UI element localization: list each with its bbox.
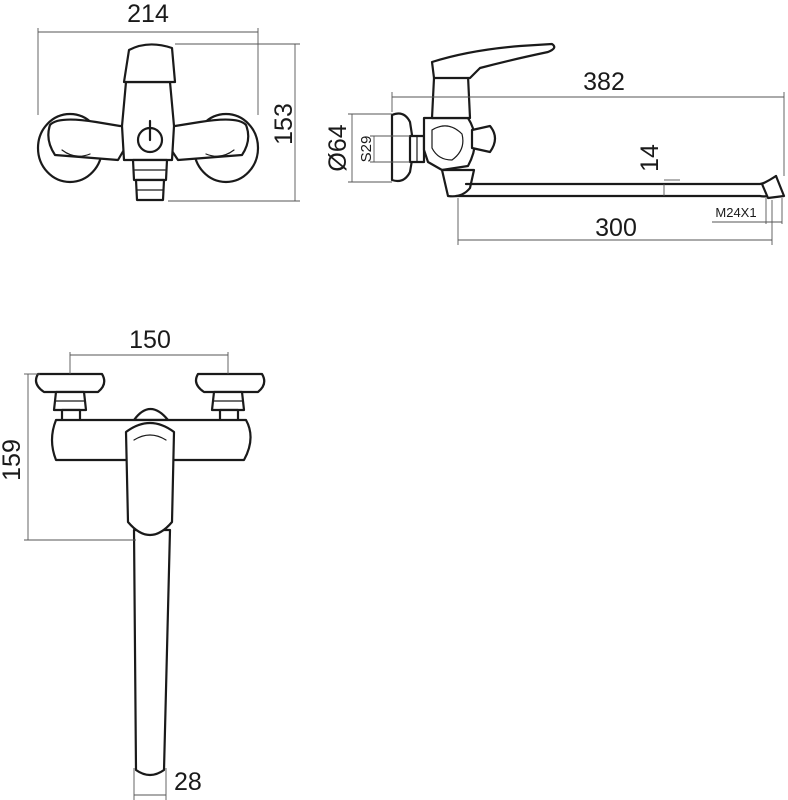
dim-28-label: 28 <box>174 768 202 796</box>
right-body-detail <box>205 149 235 157</box>
dim-382-label: 382 <box>583 68 625 96</box>
side-body-detail <box>431 125 464 161</box>
side-lever <box>430 42 556 80</box>
dim-300-label: 300 <box>595 214 637 242</box>
side-diverter-knob <box>470 124 497 154</box>
top-left-flange <box>34 372 106 394</box>
dim-153-label: 153 <box>270 103 298 145</box>
lever-handle <box>122 43 177 84</box>
side-view: 382 Ø64 S29 14 M24X1 300 <box>324 42 786 245</box>
side-aerator <box>760 174 786 200</box>
dim-159-label: 159 <box>0 439 26 481</box>
top-view: 150 159 28 <box>0 326 266 800</box>
dim-150-label: 150 <box>129 326 171 354</box>
dim-thread-label: M24X1 <box>715 205 756 220</box>
top-lever-detail <box>133 434 167 441</box>
dim-214-label: 214 <box>127 0 169 28</box>
front-view: 214 153 <box>36 0 300 202</box>
dim-s29-label: S29 <box>358 136 375 163</box>
side-spout-base <box>440 168 476 198</box>
left-body-detail <box>61 149 91 157</box>
top-lever <box>124 421 176 537</box>
side-body <box>422 116 477 172</box>
side-spout <box>454 174 782 198</box>
top-cartridge-dome <box>132 407 170 422</box>
top-right-flange <box>194 372 266 394</box>
top-spout-tube <box>132 528 172 777</box>
dim-64-label: Ø64 <box>324 124 352 171</box>
dim-14-label: 14 <box>636 144 664 172</box>
